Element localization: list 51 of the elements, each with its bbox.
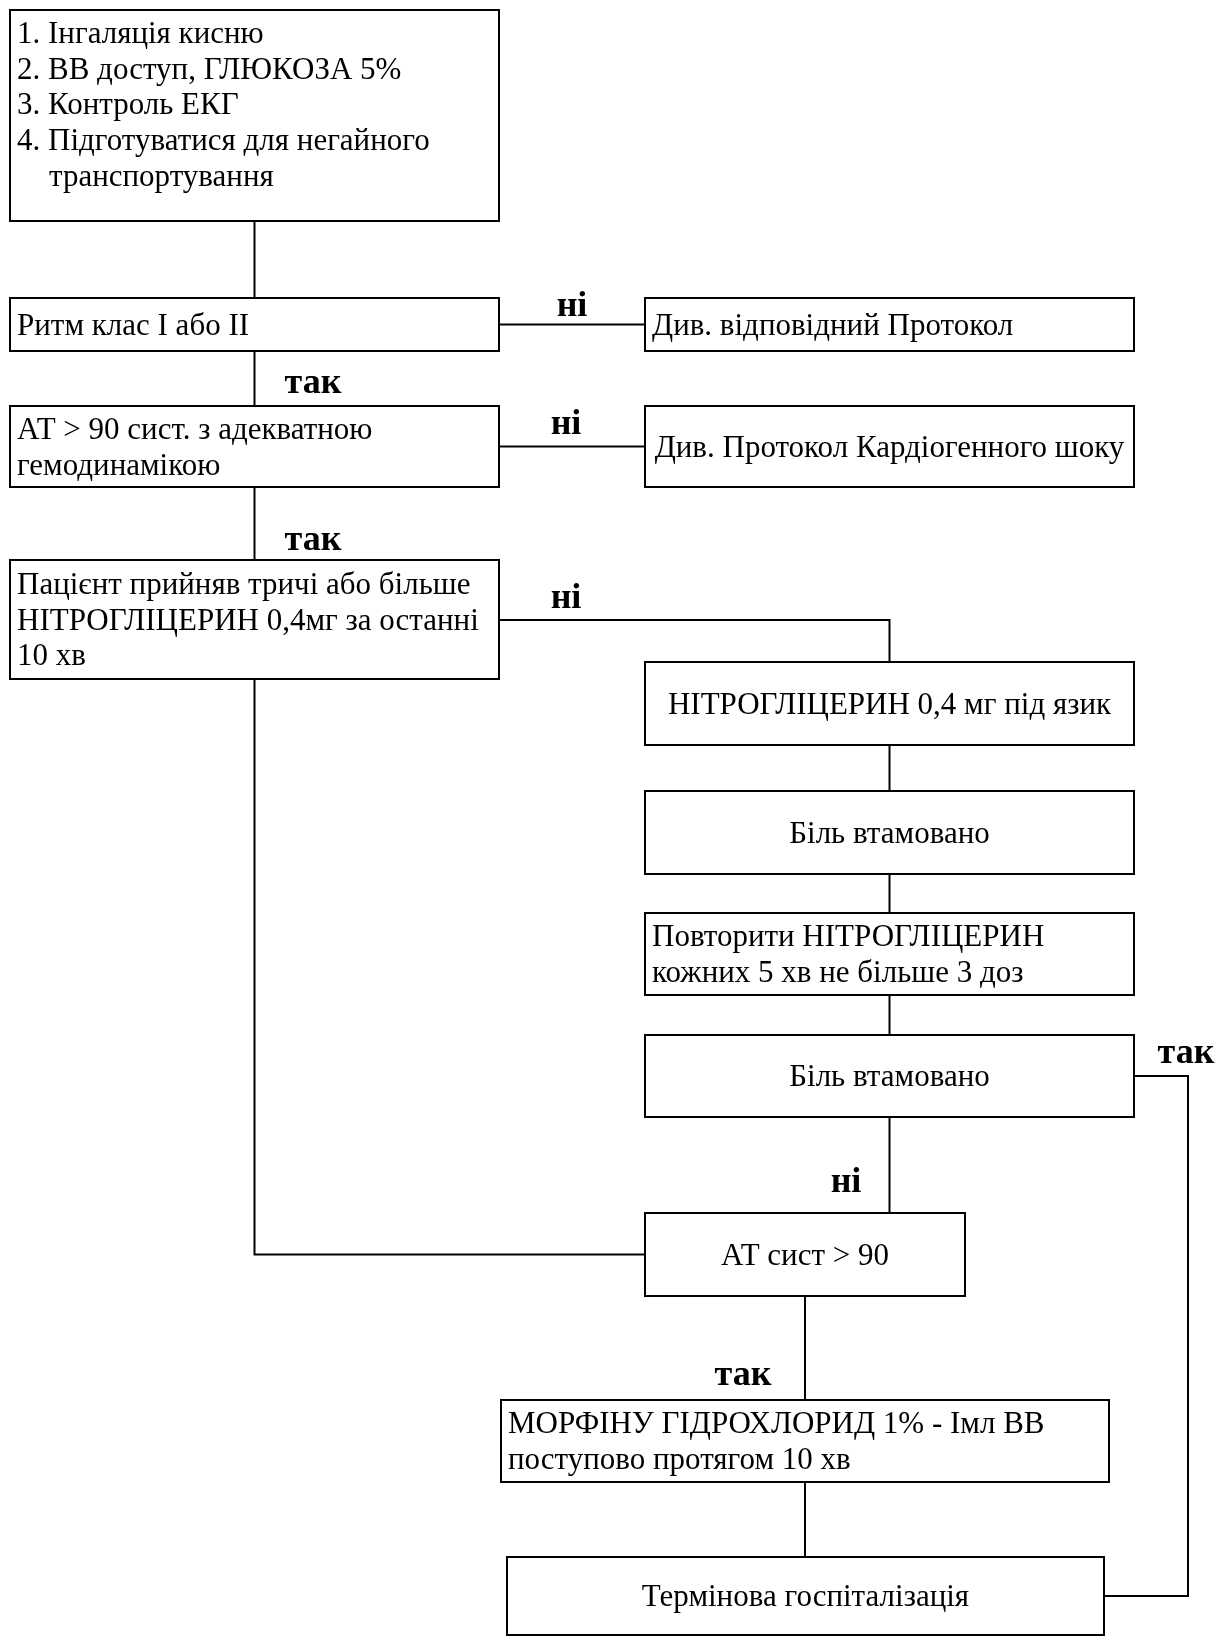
process-box bbox=[9, 297, 500, 352]
process-box bbox=[644, 297, 1135, 352]
connector-line bbox=[804, 1296, 806, 1400]
box-text: Повторити НІТРОГЛІЦЕРИН кожних 5 хв не більше 3 доз bbox=[652, 918, 1046, 990]
connector-line bbox=[888, 745, 891, 791]
box-text: 3. Контроль ЕКГ bbox=[17, 86, 240, 122]
edge-label: ні bbox=[550, 578, 582, 614]
connector-line bbox=[804, 1482, 806, 1557]
process-box bbox=[9, 9, 500, 222]
process-box bbox=[9, 559, 500, 680]
process-box bbox=[644, 405, 1135, 488]
connector-line bbox=[253, 487, 256, 560]
process-box bbox=[9, 405, 500, 488]
connector-line bbox=[499, 323, 645, 326]
process-box bbox=[500, 1399, 1110, 1483]
box-text: Див. Протокол Кардіогенного шоку bbox=[653, 428, 1126, 465]
process-box bbox=[506, 1556, 1105, 1636]
box-text: 1. Інгаляція кисню bbox=[17, 15, 265, 51]
edge-label: так bbox=[284, 363, 342, 399]
box-text: 2. ВВ доступ, ГЛЮКОЗА 5% bbox=[17, 50, 403, 87]
process-box bbox=[644, 1034, 1135, 1118]
connector-line bbox=[253, 679, 645, 1256]
connector-line bbox=[253, 351, 256, 406]
edge-label: ні bbox=[830, 1162, 862, 1198]
connector-line bbox=[499, 445, 645, 448]
edge-label: так bbox=[1157, 1033, 1215, 1069]
connector-line bbox=[253, 221, 256, 298]
process-box bbox=[644, 1212, 966, 1297]
box-text: АТ сист > 90 bbox=[720, 1236, 890, 1273]
box-text: Ритм клас І або ІІ bbox=[17, 306, 251, 343]
box-text: МОРФІНУ ГІДРОХЛОРИД 1% - Імл ВВ поступово протягом 10 хв bbox=[508, 1405, 1046, 1477]
edge-label: так bbox=[714, 1355, 772, 1391]
box-text: Біль втамовано bbox=[788, 814, 991, 851]
process-box bbox=[644, 790, 1135, 875]
box-text: АТ > 90 сист. з адекватною гемодинамікою bbox=[17, 410, 374, 483]
box-text: Термінова госпіталізація bbox=[640, 1578, 971, 1614]
process-box bbox=[644, 661, 1135, 746]
connector-line bbox=[888, 874, 891, 913]
box-text: Пацієнт прийняв тричі або більше НІТРОГЛІЦЕРИН 0,4мг за останні 10 хв bbox=[17, 566, 480, 673]
box-text: 4. Підготуватися для негайного транспортування bbox=[17, 121, 431, 194]
edge-label: так bbox=[284, 520, 342, 556]
box-text: Див. відповідний Протокол bbox=[652, 306, 1015, 343]
box-text: НІТРОГЛІЦЕРИН 0,4 мг під язик bbox=[666, 685, 1113, 722]
box-text: Біль втамовано bbox=[788, 1058, 991, 1094]
edge-label: ні bbox=[556, 286, 588, 322]
process-box bbox=[644, 912, 1135, 996]
edge-label: ні bbox=[550, 404, 582, 440]
connector-line bbox=[888, 1117, 891, 1213]
connector-line bbox=[1104, 1075, 1189, 1597]
connector-line bbox=[888, 995, 891, 1035]
connector-line bbox=[499, 619, 891, 662]
